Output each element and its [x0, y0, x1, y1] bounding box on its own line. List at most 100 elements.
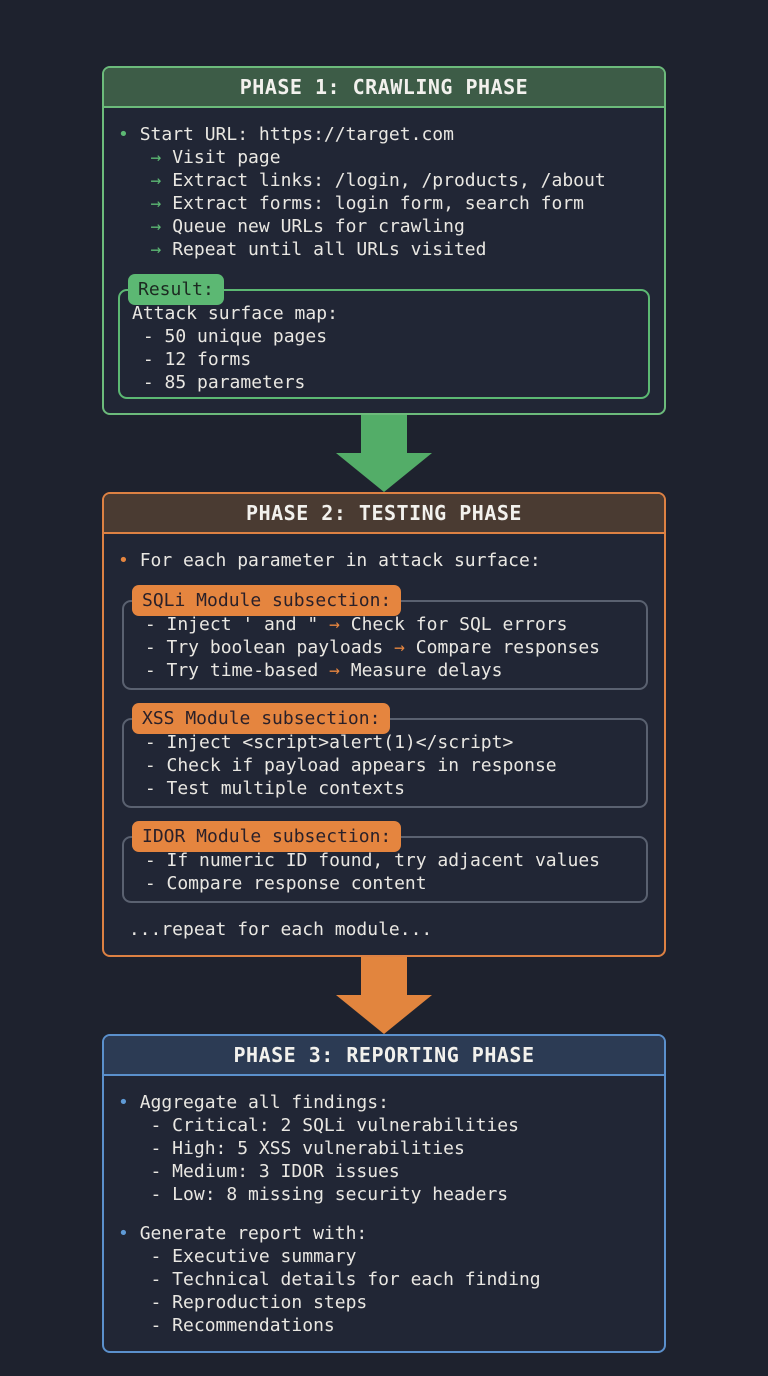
- diagram-line: • For each parameter in attack surface:: [118, 549, 650, 572]
- phase-1-title: PHASE 1: CRAWLING PHASE: [239, 75, 529, 99]
- diagram-line: - Inject ' and " → Check for SQL errors: [134, 613, 636, 636]
- diagram-line: - Try boolean payloads → Compare respons…: [134, 636, 636, 659]
- text-segment: - Check if payload appears in response: [134, 755, 557, 776]
- result-lines: Attack surface map: - 50 unique pages - …: [132, 302, 636, 394]
- diagram-line: ...repeat for each module...: [118, 918, 650, 941]
- phase-2-title: PHASE 2: TESTING PHASE: [246, 501, 522, 525]
- text-segment: - 85 parameters: [132, 372, 306, 393]
- text-segment: [118, 193, 151, 214]
- accent-segment: →: [150, 239, 173, 260]
- xss-module-lines: - Inject <script>alert(1)</script> - Che…: [134, 731, 636, 800]
- accent-segment: →: [150, 193, 173, 214]
- text-segment: [118, 216, 151, 237]
- text-segment: - Executive summary: [118, 1246, 357, 1267]
- diagram-line: - Test multiple contexts: [134, 777, 636, 800]
- arrow-head: [336, 995, 432, 1034]
- phase-2-body: • For each parameter in attack surface: …: [104, 534, 664, 955]
- diagram-line: - Executive summary: [118, 1245, 650, 1268]
- diagram-line: - Low: 8 missing security headers: [118, 1183, 650, 1206]
- phase-1-body: • Start URL: https://target.com → Visit …: [104, 108, 664, 413]
- text-segment: - If numeric ID found, try adjacent valu…: [134, 850, 600, 871]
- accent-segment: •: [118, 1092, 140, 1113]
- text-segment: - Technical details for each finding: [118, 1269, 541, 1290]
- text-segment: - High: 5 XSS vulnerabilities: [118, 1138, 465, 1159]
- diagram-line: → Extract links: /login, /products, /abo…: [118, 169, 650, 192]
- diagram-line: • Generate report with:: [118, 1222, 650, 1245]
- accent-segment: •: [118, 124, 140, 145]
- text-segment: - Try time-based: [134, 660, 330, 681]
- text-segment: - Medium: 3 IDOR issues: [118, 1161, 400, 1182]
- text-segment: Queue new URLs for crawling: [172, 216, 465, 237]
- text-segment: - Critical: 2 SQLi vulnerabilities: [118, 1115, 519, 1136]
- result-label: Result:: [128, 274, 224, 305]
- phase-2-footer-note: ...repeat for each module...: [118, 918, 650, 941]
- text-segment: - Inject <script>alert(1)</script>: [134, 732, 514, 753]
- phase-3-reporting-box: PHASE 3: REPORTING PHASE • Aggregate all…: [102, 1034, 666, 1353]
- text-segment: - Inject ' and ": [134, 614, 330, 635]
- text-segment: Visit page: [172, 147, 281, 168]
- text-segment: Generate report with:: [139, 1223, 368, 1244]
- phase-1-crawling-box: PHASE 1: CRAWLING PHASE • Start URL: htt…: [102, 66, 666, 415]
- text-segment: - 12 forms: [132, 349, 252, 370]
- accent-segment: •: [118, 550, 140, 571]
- diagram-line: - 50 unique pages: [132, 325, 636, 348]
- accent-segment: →: [150, 216, 173, 237]
- accent-segment: →: [150, 147, 173, 168]
- diagram-line: • Start URL: https://target.com: [118, 123, 650, 146]
- phase-3-findings: • Aggregate all findings: - Critical: 2 …: [118, 1091, 650, 1206]
- sqli-module-label: SQLi Module subsection:: [132, 585, 402, 616]
- xss-module-box: XSS Module subsection: - Inject <script>…: [122, 703, 648, 808]
- text-segment: Attack surface map:: [132, 303, 338, 324]
- accent-segment: →: [150, 170, 173, 191]
- idor-module-box: IDOR Module subsection: - If numeric ID …: [122, 821, 648, 903]
- text-segment: Compare responses: [404, 637, 601, 658]
- phase-2-header: PHASE 2: TESTING PHASE: [104, 494, 664, 534]
- text-segment: [118, 147, 151, 168]
- accent-segment: →: [394, 637, 405, 658]
- text-segment: Repeat until all URLs visited: [172, 239, 487, 260]
- diagram-line: - Compare response content: [134, 872, 636, 895]
- diagram-line: - Medium: 3 IDOR issues: [118, 1160, 650, 1183]
- text-segment: Start URL: https://target.com: [139, 124, 454, 145]
- diagram-line: → Visit page: [118, 146, 650, 169]
- text-segment: - Try boolean payloads: [134, 637, 395, 658]
- flow-arrow-down-2: [0, 957, 768, 1034]
- text-segment: - 50 unique pages: [132, 326, 328, 347]
- text-segment: - Recommendations: [118, 1315, 335, 1336]
- phase-3-title: PHASE 3: REPORTING PHASE: [233, 1043, 535, 1067]
- text-segment: - Compare response content: [134, 873, 427, 894]
- diagram-line: - High: 5 XSS vulnerabilities: [118, 1137, 650, 1160]
- sqli-module-box: SQLi Module subsection: - Inject ' and "…: [122, 585, 648, 690]
- text-segment: Measure delays: [339, 660, 503, 681]
- diagram-line: - If numeric ID found, try adjacent valu…: [134, 849, 636, 872]
- diagram-line: → Repeat until all URLs visited: [118, 238, 650, 261]
- text-segment: For each parameter in attack surface:: [139, 550, 541, 571]
- text-segment: Aggregate all findings:: [139, 1092, 389, 1113]
- phase-3-report-items: • Generate report with: - Executive summ…: [118, 1222, 650, 1337]
- text-segment: Extract forms: login form, search form: [172, 193, 585, 214]
- flow-arrow-down-1: [0, 415, 768, 492]
- diagram-line: → Queue new URLs for crawling: [118, 215, 650, 238]
- text-segment: ...repeat for each module...: [118, 919, 433, 940]
- idor-module-lines: - If numeric ID found, try adjacent valu…: [134, 849, 636, 895]
- text-segment: - Low: 8 missing security headers: [118, 1184, 509, 1205]
- phase-1-header: PHASE 1: CRAWLING PHASE: [104, 68, 664, 108]
- xss-module-label: XSS Module subsection:: [132, 703, 391, 734]
- arrow-stem: [361, 957, 407, 995]
- diagram-line: • Aggregate all findings:: [118, 1091, 650, 1114]
- diagram-line: - Critical: 2 SQLi vulnerabilities: [118, 1114, 650, 1137]
- arrow-head: [336, 453, 432, 492]
- diagram-line: - Try time-based → Measure delays: [134, 659, 636, 682]
- text-segment: - Test multiple contexts: [134, 778, 405, 799]
- diagram-line: → Extract forms: login form, search form: [118, 192, 650, 215]
- arrow-stem: [361, 415, 407, 453]
- phase-3-header: PHASE 3: REPORTING PHASE: [104, 1036, 664, 1076]
- text-segment: [118, 170, 151, 191]
- accent-segment: •: [118, 1223, 140, 1244]
- diagram-line: - Recommendations: [118, 1314, 650, 1337]
- diagram-line: - 85 parameters: [132, 371, 636, 394]
- text-segment: [118, 239, 151, 260]
- text-segment: - Reproduction steps: [118, 1292, 368, 1313]
- diagram-line: - Technical details for each finding: [118, 1268, 650, 1291]
